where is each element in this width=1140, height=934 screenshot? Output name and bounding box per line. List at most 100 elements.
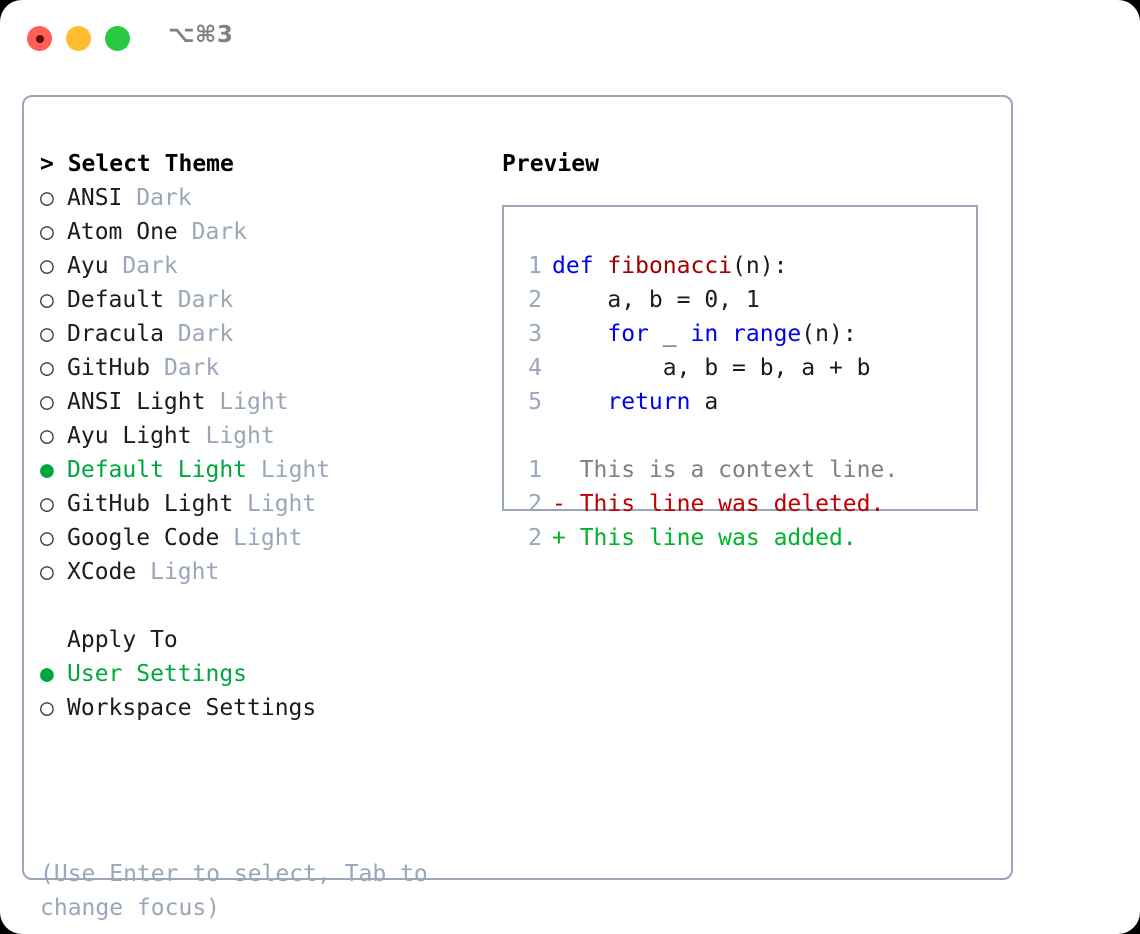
code-token [552, 321, 607, 347]
code-line: 3 for _ in range(n): [514, 317, 974, 351]
theme-name: GitHub Light [67, 491, 248, 517]
theme-variant-badge: Dark [122, 253, 178, 279]
code-token: a, b = 0, 1 [552, 287, 760, 313]
code-token: range [732, 321, 802, 347]
radio-unselected-icon: ○ [40, 185, 54, 211]
theme-variant-badge: Dark [163, 355, 220, 381]
keyboard-shortcut-label: ⌥⌘3 [168, 22, 234, 48]
theme-list-item[interactable]: ○Default Dark [40, 283, 490, 317]
code-token: a, b = b, a + b [552, 355, 871, 381]
code-line: 5 return a [514, 385, 974, 419]
theme-name: Ayu Light [67, 423, 206, 449]
theme-name: Ayu [67, 253, 123, 279]
radio-unselected-icon: ○ [40, 559, 54, 585]
diff-text: This line was deleted. [579, 491, 885, 517]
code-token: (n): [801, 321, 857, 347]
diff-marker [552, 457, 580, 483]
theme-list-item[interactable]: ○ Atom One Dark [40, 215, 490, 249]
diff-marker: + [552, 525, 580, 551]
maximize-button[interactable] [105, 26, 130, 51]
theme-list-item[interactable]: ○Ayu Light Light [40, 419, 490, 453]
minimize-button[interactable] [66, 26, 91, 51]
code-token: (n): [732, 253, 788, 279]
theme-name: GitHub [67, 355, 164, 381]
code-token: _ [648, 321, 691, 347]
theme-variant-badge: Dark [177, 321, 234, 347]
radio-unselected-icon: ○ [40, 389, 54, 415]
radio-unselected-icon: ○ [40, 491, 54, 517]
theme-name: Default [67, 287, 178, 313]
apply-to-item[interactable]: ● User Settings [40, 657, 490, 691]
apply-to-list: ● User Settings ○ Workspace Settings [40, 657, 490, 725]
theme-variant-badge: Dark [136, 185, 192, 211]
radio-selected-icon: ● [40, 661, 54, 687]
select-theme-prompt: > Select Theme [40, 151, 234, 177]
line-number: 4 [528, 355, 542, 381]
radio-unselected-icon: ○ [40, 525, 54, 551]
theme-variant-badge: Light [233, 525, 303, 551]
line-number: 3 [528, 321, 542, 347]
theme-variant-badge: Light [247, 491, 317, 517]
diff-line: 2- This line was deleted. [514, 487, 974, 521]
radio-unselected-icon: ○ [40, 423, 54, 449]
code-token: fibonacci [607, 253, 733, 279]
radio-unselected-icon: ○ [40, 695, 54, 721]
theme-name: Google Code [67, 525, 234, 551]
theme-list-item[interactable]: ○ XCode Light [40, 555, 490, 589]
code-token: in [690, 321, 719, 347]
theme-name: ANSI Light [67, 389, 220, 415]
theme-selector-panel: > Select Theme ○ANSI Dark○Atom One Dark○… [22, 95, 1013, 921]
theme-variant-badge: Light [219, 389, 289, 415]
line-number: 1 [528, 253, 542, 279]
radio-unselected-icon: ○ [40, 321, 54, 347]
theme-list-item[interactable]: ○ Google Code Light [40, 521, 490, 555]
diff-text: This is a context line. [579, 457, 899, 483]
theme-list-item[interactable]: ○Dracula Dark [40, 317, 490, 351]
preview-title: Preview [502, 151, 599, 177]
diff-marker: - [552, 491, 580, 517]
radio-unselected-icon: ○ [40, 253, 54, 279]
radio-selected-icon: ● [40, 457, 54, 483]
code-token [594, 253, 608, 279]
apply-to-label: User Settings [67, 661, 248, 687]
code-line: 4 a, b = b, a + b [514, 351, 974, 385]
code-token: a [690, 389, 719, 415]
line-number: 2 [528, 287, 542, 313]
theme-list-item[interactable]: ○ANSI Dark [40, 181, 490, 215]
section-spacer [40, 589, 490, 623]
apply-to-label: Workspace Settings [67, 695, 317, 721]
diff-sample: 1 This is a context line.2- This line wa… [514, 453, 974, 555]
line-number: 1 [528, 457, 542, 483]
theme-name: Atom One [67, 219, 192, 245]
theme-list-item[interactable]: ○ GitHub Dark [40, 351, 490, 385]
theme-list-column: > Select Theme ○ANSI Dark○Atom One Dark○… [40, 147, 490, 725]
code-token: for [607, 321, 649, 347]
radio-unselected-icon: ○ [40, 219, 54, 245]
theme-variant-badge: Light [150, 559, 220, 585]
line-number: 2 [528, 491, 542, 517]
line-number: 2 [528, 525, 542, 551]
line-number: 5 [528, 389, 542, 415]
keyboard-hint: (Use Enter to select, Tab to change focu… [40, 861, 442, 921]
radio-unselected-icon: ○ [40, 355, 54, 381]
close-button[interactable] [27, 26, 52, 51]
code-token: return [607, 389, 691, 415]
theme-name: XCode [67, 559, 151, 585]
diff-line: 1 This is a context line. [514, 453, 974, 487]
apply-to-item[interactable]: ○ Workspace Settings [40, 691, 490, 725]
theme-list-item[interactable]: ●Default Light Light [40, 453, 490, 487]
theme-variant-badge: Dark [191, 219, 248, 245]
theme-list-item[interactable]: ○ GitHub Light Light [40, 487, 490, 521]
apply-to-title-label: Apply To [67, 627, 178, 653]
diff-text: This line was added. [579, 525, 857, 551]
code-token [718, 321, 732, 347]
theme-name: Default Light [67, 457, 261, 483]
code-line: 2 a, b = 0, 1 [514, 283, 974, 317]
theme-list-item[interactable]: ○ ANSI Light Light [40, 385, 490, 419]
theme-list-item[interactable]: ○ Ayu Dark [40, 249, 490, 283]
